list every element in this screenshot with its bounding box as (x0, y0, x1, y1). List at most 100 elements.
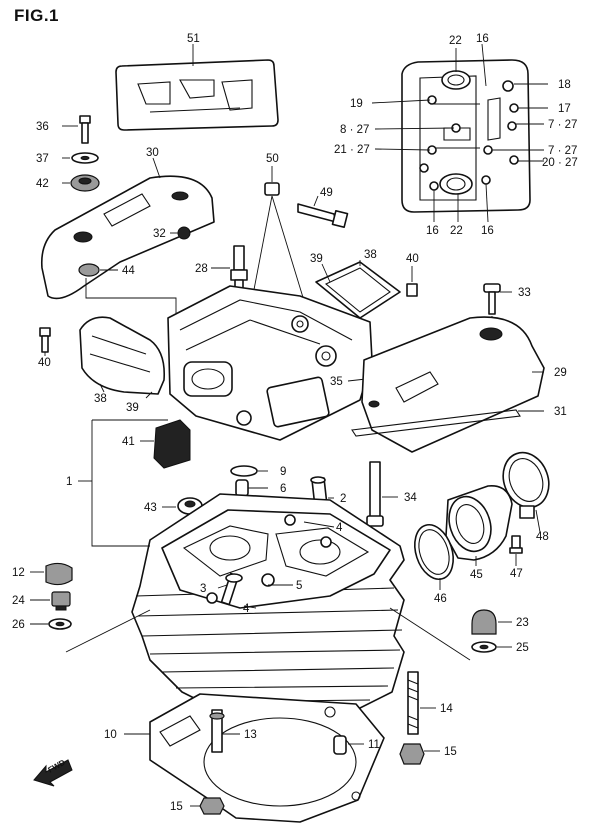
label-44: 44 (122, 265, 135, 277)
label-46: 46 (434, 593, 447, 605)
label-15-right: 15 (444, 746, 457, 758)
label-4-upper: 4 (336, 522, 343, 534)
label-30: 30 (146, 147, 159, 159)
label-49: 49 (320, 187, 333, 199)
label-16-right: 16 (481, 225, 494, 237)
label-13: 13 (244, 729, 257, 741)
label-35: 35 (330, 376, 343, 388)
label-42: 42 (36, 178, 49, 190)
label-51: 51 (187, 33, 200, 45)
part-38-left-rocker-cover (79, 316, 166, 395)
label-22-top: 22 (449, 35, 462, 47)
label-33: 33 (518, 287, 531, 299)
inset-leaders (371, 43, 548, 223)
part-39-leader-lower (145, 391, 153, 399)
part-47-screw (509, 535, 523, 566)
label-9: 9 (280, 466, 286, 478)
label-6: 6 (280, 483, 286, 495)
label-7-27-lower: 7 · 27 (548, 145, 577, 157)
label-2: 2 (340, 493, 346, 505)
part-41-block (140, 419, 191, 469)
part-32-cap (170, 226, 191, 240)
label-4-lower: 4 (243, 603, 250, 615)
part-24-plug (30, 591, 71, 611)
fwd-arrow-icon: FWD (33, 758, 73, 787)
label-48: 48 (536, 531, 549, 543)
inset-cover-detail (401, 59, 531, 213)
label-26: 26 (12, 619, 25, 631)
part-25-washer (471, 641, 512, 653)
rocker-housing (167, 285, 373, 441)
part-14-stud (407, 671, 436, 735)
part-10-head-gasket (124, 693, 385, 823)
part-45-intake-pipe (445, 485, 513, 566)
label-38-top: 38 (364, 249, 377, 261)
figure-title: FIG.1 (14, 6, 60, 25)
label-22-bottom: 22 (450, 225, 463, 237)
label-40-left: 40 (38, 357, 51, 369)
part-40-bolt-right (406, 266, 418, 297)
part-29-right-cover (361, 316, 545, 453)
label-39-top: 39 (310, 253, 323, 265)
label-31: 31 (554, 406, 567, 418)
label-8-27: 8 · 27 (340, 124, 369, 136)
part-49-bolt (297, 195, 349, 229)
part-3-valve (220, 572, 243, 606)
label-34: 34 (404, 492, 417, 504)
label-25: 25 (516, 642, 529, 654)
label-36: 36 (36, 121, 49, 133)
label-12: 12 (12, 567, 25, 579)
label-3: 3 (200, 583, 206, 595)
part-11-dowel (333, 735, 364, 755)
part-51-gasket-sheet (115, 44, 279, 131)
label-19: 19 (350, 98, 363, 110)
part-9-oring (230, 465, 268, 477)
head-leaders (65, 419, 471, 661)
label-24: 24 (12, 595, 25, 607)
part-23-cap-nut (471, 609, 512, 635)
label-45: 45 (470, 569, 483, 581)
cylinder-head (131, 493, 405, 717)
label-18: 18 (558, 79, 571, 91)
label-23: 23 (516, 617, 529, 629)
label-5: 5 (296, 580, 302, 592)
part-15-nut-right (399, 743, 440, 765)
label-7-27-upper: 7 · 27 (548, 119, 577, 131)
label-41: 41 (122, 436, 135, 448)
label-16-top: 16 (476, 33, 489, 45)
part-38-39-right-gasket (315, 260, 401, 319)
part-31-gasket (351, 409, 544, 437)
part-34-long-bolt (366, 461, 398, 527)
part-13-stud (209, 709, 240, 753)
label-29: 29 (554, 367, 567, 379)
label-32: 32 (153, 228, 166, 240)
part-46-oring (414, 523, 454, 590)
part-40-bolt-left (39, 327, 51, 356)
part-42-grommet (62, 174, 100, 192)
part-12-cap (30, 562, 73, 586)
label-39-left: 39 (126, 402, 139, 414)
label-28: 28 (195, 263, 208, 275)
part-36-bolt (62, 115, 91, 144)
label-1: 1 (66, 476, 72, 488)
part-15-nut-bottom (190, 797, 225, 815)
part-26-washer (30, 618, 72, 630)
label-50: 50 (266, 153, 279, 165)
part-48-clamp (502, 451, 550, 533)
label-20-27: 20 · 27 (542, 157, 578, 169)
label-15-bottom: 15 (170, 801, 183, 813)
label-21-27: 21 · 27 (334, 144, 370, 156)
label-40-right: 40 (406, 253, 419, 265)
label-47: 47 (510, 568, 523, 580)
part-6-dowel (235, 479, 268, 497)
label-17: 17 (558, 103, 571, 115)
label-16-left: 16 (426, 225, 439, 237)
label-10: 10 (104, 729, 117, 741)
label-43: 43 (144, 502, 157, 514)
label-11: 11 (368, 739, 380, 751)
label-38-left: 38 (94, 393, 107, 405)
label-37: 37 (36, 153, 49, 165)
part-37-washer (62, 152, 99, 164)
label-14: 14 (440, 703, 453, 715)
